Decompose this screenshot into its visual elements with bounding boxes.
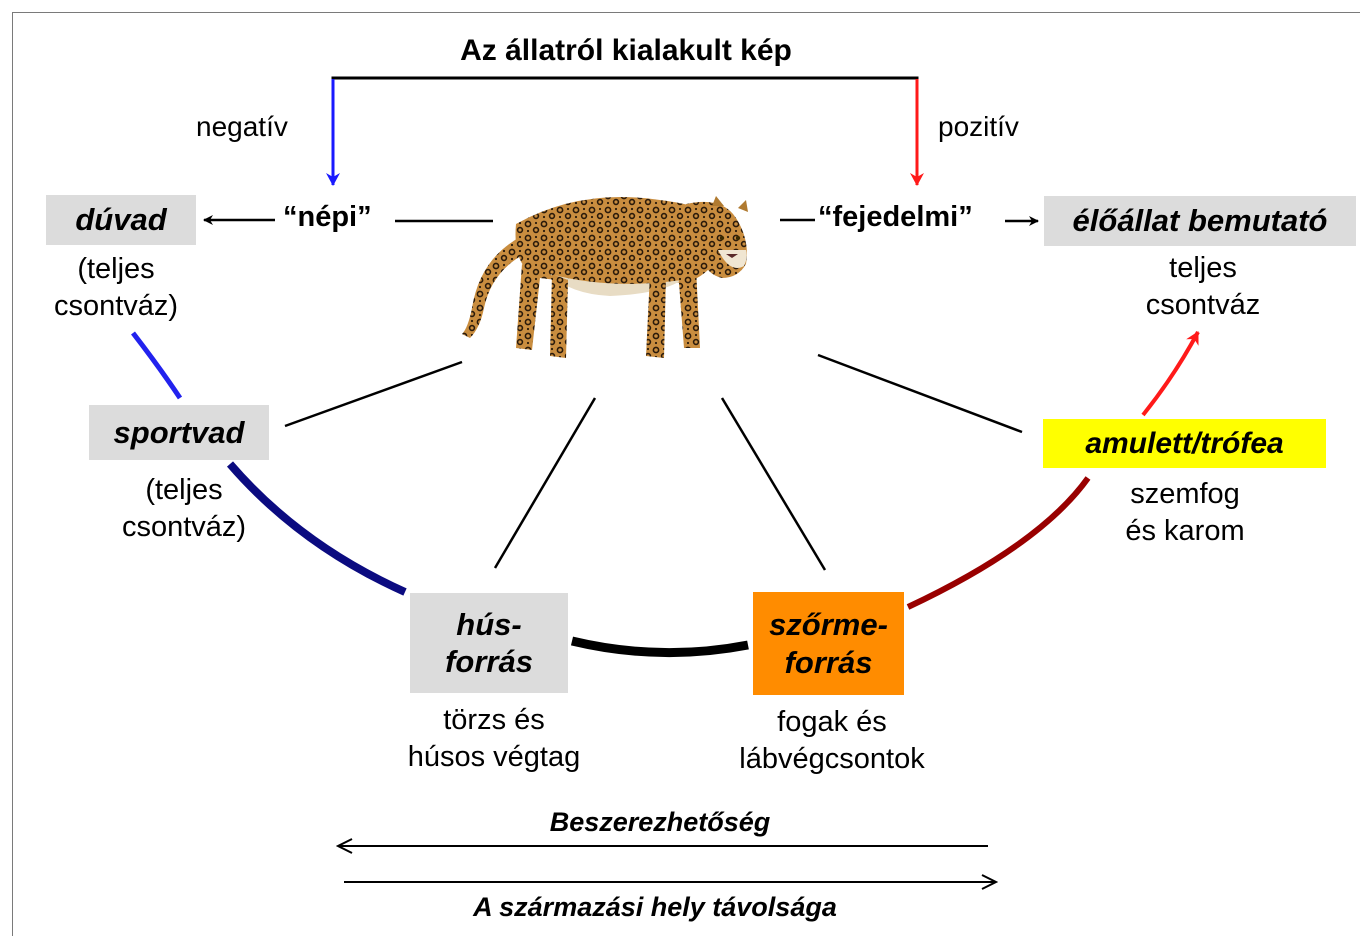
eloallat-caption: teljes csontváz	[1093, 250, 1313, 324]
amulett-caption: szemfog és karom	[1075, 476, 1295, 550]
duvad-caption: (teljes csontváz)	[6, 251, 226, 325]
szormeforras-box: szőrme- forrás	[753, 592, 904, 695]
husforras-label-line1: hús-	[456, 606, 521, 643]
spoke-husforras	[495, 398, 595, 568]
szormeforras-caption-line2: lábvégcsontok	[702, 741, 962, 778]
arc-husforras-szormeforras	[572, 641, 748, 653]
eloallat-box: élőállat bemutató	[1044, 196, 1356, 246]
szormeforras-label-line1: szőrme-	[769, 606, 888, 643]
szormeforras-caption-line1: fogak és	[702, 704, 962, 741]
eloallat-caption-line2: csontváz	[1093, 287, 1313, 324]
arc-duvad-sportvad	[133, 333, 180, 398]
arc-amulett-eloallat	[1143, 332, 1198, 415]
spoke-sportvad	[285, 362, 462, 426]
diagram-title: Az állatról kialakult kép	[0, 36, 1252, 66]
duvad-caption-line2: csontváz)	[6, 288, 226, 325]
spoke-szormeforras	[722, 398, 825, 570]
folk-view-label: “népi”	[283, 203, 372, 232]
amulett-label: amulett/trófea	[1085, 426, 1283, 462]
husforras-label-line2: forrás	[445, 643, 533, 680]
title-bracket	[333, 78, 917, 79]
duvad-box: dúvad	[46, 195, 196, 245]
arc-szormeforras-amulett	[908, 478, 1088, 607]
royal-view-label: “fejedelmi”	[818, 203, 973, 232]
sportvad-label: sportvad	[114, 414, 245, 451]
amulett-caption-line2: és karom	[1075, 513, 1295, 550]
husforras-caption-line1: törzs és	[374, 702, 614, 739]
sportvad-caption-line2: csontváz)	[74, 509, 294, 546]
distance-label: A származási hely távolsága	[345, 894, 965, 921]
eloallat-label: élőállat bemutató	[1073, 202, 1328, 239]
duvad-label: dúvad	[75, 201, 166, 238]
sportvad-box: sportvad	[89, 405, 269, 460]
szormeforras-label-line2: forrás	[785, 644, 873, 681]
amulett-box: amulett/trófea	[1043, 419, 1326, 468]
sportvad-caption-line1: (teljes	[74, 472, 294, 509]
negative-label: negatív	[196, 113, 288, 141]
eloallat-caption-line1: teljes	[1093, 250, 1313, 287]
leopard-image	[460, 178, 770, 364]
duvad-caption-line1: (teljes	[6, 251, 226, 288]
husforras-caption: törzs és húsos végtag	[374, 702, 614, 776]
positive-label: pozitív	[938, 113, 1019, 141]
availability-label: Beszerezhetőség	[345, 809, 975, 836]
szormeforras-caption: fogak és lábvégcsontok	[702, 704, 962, 778]
amulett-caption-line1: szemfog	[1075, 476, 1295, 513]
husforras-caption-line2: húsos végtag	[374, 739, 614, 776]
spoke-amulett	[818, 355, 1022, 432]
husforras-box: hús- forrás	[410, 593, 568, 693]
sportvad-caption: (teljes csontváz)	[74, 472, 294, 546]
